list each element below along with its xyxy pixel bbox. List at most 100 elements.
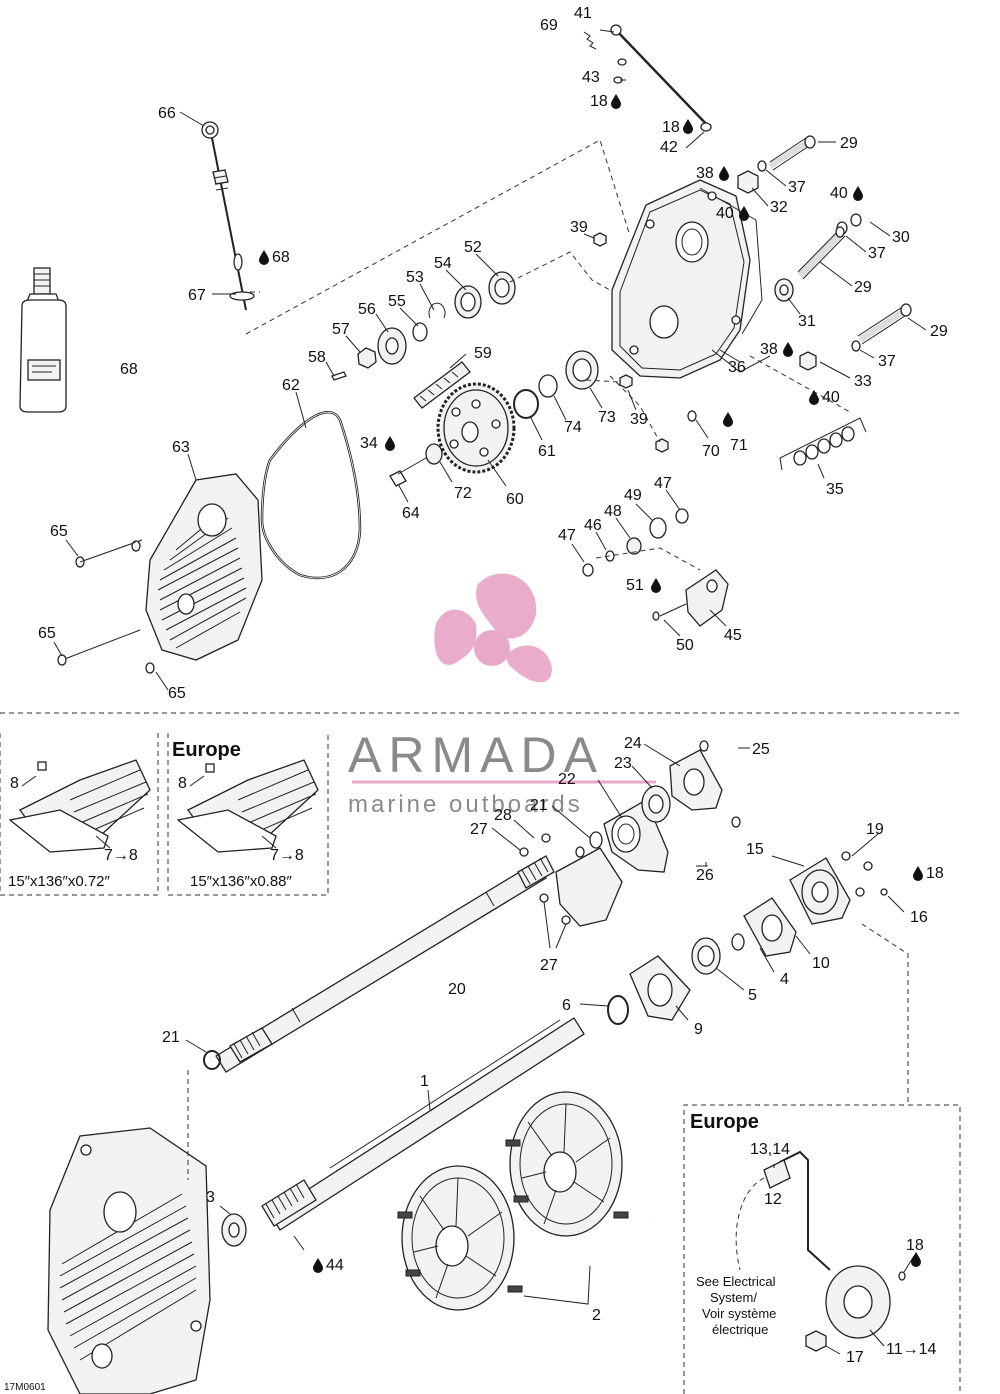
jackshaft: [215, 855, 555, 1073]
drop-icon: [783, 342, 793, 357]
label-38: 38: [696, 165, 714, 182]
label-59: 59: [474, 345, 492, 362]
label-37: 37: [868, 245, 886, 262]
chaincase-assembly: [19, 24, 912, 674]
label-17: 17: [846, 1349, 864, 1366]
label-21: 21: [530, 797, 548, 814]
label-69: 69: [540, 17, 558, 34]
track-inset-europe: [167, 733, 329, 896]
label-9: 9: [694, 1021, 703, 1038]
figure-code: 17M0601: [4, 1382, 46, 1393]
label-16: 16: [910, 909, 928, 926]
label-1: 1: [420, 1073, 429, 1090]
label-40: 40: [822, 389, 840, 406]
label-18: 18: [926, 865, 944, 882]
label-63: 63: [172, 439, 190, 456]
label-42: 42: [660, 139, 678, 156]
drop-icon: [853, 186, 863, 201]
label-36: 36: [728, 359, 746, 376]
label-8: 8: [10, 775, 19, 792]
label-6: 6: [562, 997, 571, 1014]
label-58: 58: [308, 349, 326, 366]
label-74: 74: [564, 419, 582, 436]
label-21: 21: [162, 1029, 180, 1046]
track-size-europe: 15″x136″x0.88″: [190, 873, 293, 890]
track-size-standard: 15″x136″x0.72″: [8, 873, 111, 890]
label-65: 65: [168, 685, 186, 702]
label-18: 18: [906, 1237, 924, 1254]
top-shaft-components: [331, 271, 516, 409]
leader-lines: [21, 29, 927, 1355]
chaincase-cover: [145, 473, 263, 661]
drop-icon: [723, 412, 733, 427]
label-68: 68: [120, 361, 138, 378]
label-8: 8: [178, 775, 187, 792]
label-54: 54: [434, 255, 452, 272]
label-23: 23: [614, 755, 632, 772]
drop-icon: [913, 866, 923, 881]
label-39: 39: [630, 411, 648, 428]
drop-icon: [313, 1258, 323, 1273]
label-29: 29: [930, 323, 948, 340]
label-53: 53: [406, 269, 424, 286]
label-51: 51: [626, 577, 644, 594]
label-28: 28: [494, 807, 512, 824]
chain-tensioner: [582, 508, 729, 627]
track-inset-standard: [0, 733, 159, 896]
label-67: 67: [188, 287, 206, 304]
label-12: 12: [764, 1191, 782, 1208]
label-30: 30: [892, 229, 910, 246]
label-35: 35: [826, 481, 844, 498]
label-31: 31: [798, 313, 816, 330]
label-7-8: 7→8: [270, 847, 304, 864]
label-39: 39: [570, 219, 588, 236]
lower-bearing-housing: [607, 851, 888, 1025]
label-7-8: 7→8: [104, 847, 138, 864]
label-48: 48: [604, 503, 622, 520]
label-26: 26: [696, 867, 714, 884]
label-29: 29: [854, 279, 872, 296]
label-38: 38: [760, 341, 778, 358]
label-47: 47: [558, 527, 576, 544]
label-40: 40: [830, 185, 848, 202]
chaincase-lower: [47, 1127, 211, 1394]
label-73: 73: [598, 409, 616, 426]
label-24: 24: [624, 735, 642, 752]
label-55: 55: [388, 293, 406, 310]
label-19: 19: [866, 821, 884, 838]
upper-bearing-housing: [519, 740, 741, 927]
label-49: 49: [624, 487, 642, 504]
label-46: 46: [584, 517, 602, 534]
speed-sensor-inset: [683, 1104, 961, 1394]
label-27: 27: [540, 957, 558, 974]
electrical-note-line4: électrique: [712, 1322, 768, 1337]
shim-set: [749, 355, 867, 471]
drop-icon: [809, 390, 819, 405]
drive-sprockets: [397, 1091, 629, 1311]
label-4: 4: [780, 971, 789, 988]
label-50: 50: [676, 637, 694, 654]
label-20: 20: [448, 981, 466, 998]
label-40: 40: [716, 205, 734, 222]
drive-axle: [261, 1017, 585, 1231]
label-61: 61: [538, 443, 556, 460]
inset-europe-title-right: Europe: [690, 1111, 759, 1133]
label-68: 68: [272, 249, 290, 266]
driven-gear: [436, 382, 516, 474]
drop-icon: [911, 1252, 921, 1267]
label-62: 62: [282, 377, 300, 394]
label-37: 37: [878, 353, 896, 370]
label-33: 33: [854, 373, 872, 390]
electrical-note-line2: System/: [710, 1290, 757, 1305]
label-29: 29: [840, 135, 858, 152]
label-5: 5: [748, 987, 757, 1004]
label-13-14: 13,14: [750, 1141, 790, 1158]
label-66: 66: [158, 105, 176, 122]
grease-drop-icons: [259, 94, 923, 1273]
part-labels: 69 41 43 18 18 42 29 38 37 40 32 40 30 3…: [4, 5, 948, 1393]
label-65: 65: [50, 523, 68, 540]
label-3: 3: [206, 1189, 215, 1206]
label-18: 18: [662, 119, 680, 136]
label-56: 56: [358, 301, 376, 318]
electrical-note-line3: Voir système: [702, 1306, 776, 1321]
